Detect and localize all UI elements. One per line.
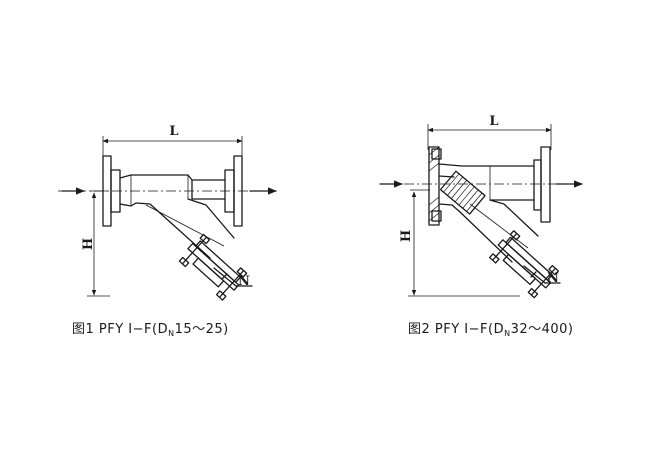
fig2-branch-flange-group [489,230,559,299]
fig1-nut-left-top [199,233,211,245]
fig1-branch-inner [187,198,235,239]
fig2-dim-n-label: N [547,271,559,286]
fig1-bolt-right [219,269,245,298]
fig2-right-hub [533,159,542,211]
figure-2-strainer-large: L H [379,114,583,299]
fig2-dim-l-label: L [489,114,498,129]
fig2-nozzle-tick [530,271,537,278]
fig1-dim-n-label: N [238,274,250,289]
fig1-left-hub [110,169,121,213]
fig1-body-bottom-left [119,202,137,207]
figure-2-caption-prefix: 图2 PFY Ⅰ−F(D [408,322,505,337]
fig2-dim-h-label: H [399,230,414,242]
fig1-nozzle-leader [213,267,237,287]
fig1-nut-right-top [236,267,248,278]
figure-1-caption-prefix: 图1 PFY Ⅰ−F(D [72,322,169,337]
fig1-body-outlet [191,179,226,200]
fig2-branch-inner [489,199,539,237]
fig2-branch-outer [459,211,513,263]
fig2-screen-line [469,203,529,249]
fig2-bottom-bolt-nut [431,210,442,222]
fig2-nut-right-top [548,264,559,276]
fig1-nozzle-tick [221,273,228,280]
fig1-dim-l-label: L [169,124,178,139]
fig1-dim-h-label: H [81,238,96,250]
fig2-body-top [438,163,535,167]
fig2-screen-cartridge [439,170,486,215]
fig2-top-bolt-nut [431,148,442,160]
fig1-bolt-left [182,236,208,264]
fig1-nut-left-bottom [178,256,190,268]
figure-1-caption: 图1 PFY Ⅰ−F(DN15～25) [72,318,229,338]
figure-1-strainer-small: L H [58,124,277,301]
figure-2-caption-suffix: 32～400) [510,322,574,337]
fig2-nozzle-leader [523,265,546,284]
fig1-nut-right-bottom [215,290,227,301]
fig1-branch-outer [135,202,211,259]
fig2-nut-left-top [509,230,521,241]
figure-2-caption-subscript: N [504,329,511,338]
fig2-bolt-left [492,232,518,261]
figure-2-caption: 图2 PFY Ⅰ−F(DN32～400) [408,318,574,338]
fig2-nut-right-bottom [527,287,539,299]
fig2-branch-cap [502,253,537,286]
fig2-left-flange [428,146,440,226]
fig1-branch-cap [192,257,225,288]
fig1-body-top [119,174,226,181]
fig1-right-hub [224,169,235,213]
figure-1-caption-suffix: 15～25) [174,322,229,337]
fig2-nut-left-bottom [489,253,500,264]
fig2-right-flange [540,146,551,223]
fig1-screen-line [145,204,225,247]
fig1-branch-flange-group [178,233,248,301]
fig2-body-bottom [438,203,461,213]
figure-1-caption-subscript: N [168,329,175,338]
